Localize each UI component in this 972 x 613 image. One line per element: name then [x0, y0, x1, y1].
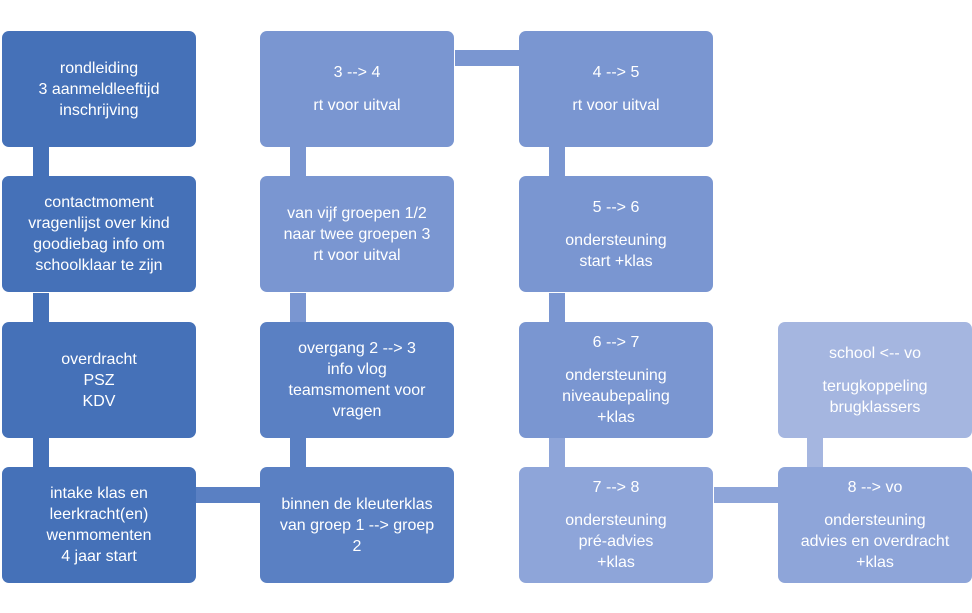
step-text: wenmomenten [46, 527, 152, 544]
step-text: ondersteuning [565, 367, 667, 384]
step-text: schoolklaar te zijn [35, 257, 163, 274]
step-text: rt voor uitval [313, 246, 401, 264]
step-text: contactmoment [44, 194, 154, 211]
step-rondleiding: rondleiding 3 aanmeldleeftijd inschrijvi… [2, 31, 196, 147]
step-heading: school <-- vo [828, 344, 922, 362]
step-text: +klas [597, 554, 635, 571]
connector [549, 147, 565, 176]
step-school-vo: school <-- vo terugkoppeling brugklasser… [778, 322, 972, 438]
step-text: teamsmoment voor [288, 382, 426, 399]
step-text: info vlog [327, 361, 387, 378]
connector [196, 487, 260, 503]
step-text: inschrijving [59, 101, 139, 119]
step-text: ondersteuning [824, 512, 926, 529]
step-text: pré-advies [578, 533, 654, 550]
connector [33, 438, 49, 467]
step-intake: intake klas en leerkracht(en) wenmomente… [2, 467, 196, 583]
step-3-4: 3 --> 4 rt voor uitval [260, 31, 454, 147]
step-text: leerkracht(en) [49, 506, 149, 523]
step-text: vragenlijst over kind [28, 215, 170, 232]
step-7-8: 7 --> 8 ondersteuning pré-advies +klas [519, 467, 713, 583]
connector [807, 438, 823, 467]
step-text: terugkoppeling [822, 377, 928, 395]
step-text: +klas [597, 409, 635, 426]
step-text: start +klas [579, 252, 653, 270]
step-text: brugklassers [829, 398, 921, 416]
step-8-vo: 8 --> vo ondersteuning advies en overdra… [778, 467, 972, 583]
step-text: rt voor uitval [313, 97, 401, 114]
step-heading: 8 --> vo [847, 479, 903, 496]
step-kleuterklas: binnen de kleuterklas van groep 1 --> gr… [260, 467, 454, 583]
step-text: 2 [352, 537, 362, 555]
connector [549, 438, 565, 467]
step-text: overdracht [61, 350, 137, 368]
step-text: rt voor uitval [572, 97, 660, 114]
step-heading: 5 --> 6 [592, 198, 640, 216]
step-heading: 7 --> 8 [592, 479, 640, 496]
step-text: van groep 1 --> groep [279, 516, 435, 534]
step-6-7: 6 --> 7 ondersteuning niveaubepaling +kl… [519, 322, 713, 438]
step-4-5: 4 --> 5 rt voor uitval [519, 31, 713, 147]
step-text: rondleiding [59, 59, 139, 77]
connector [33, 293, 49, 322]
step-overdracht: overdracht PSZ KDV [2, 322, 196, 438]
connector [290, 438, 306, 467]
connector [714, 487, 778, 503]
step-text: ondersteuning [565, 512, 667, 529]
step-text: van vijf groepen 1/2 [287, 204, 427, 222]
step-text: +klas [856, 554, 894, 571]
step-text: ondersteuning [565, 231, 667, 249]
step-text: binnen de kleuterklas [281, 495, 433, 513]
step-text: naar twee groepen 3 [283, 225, 431, 243]
step-text: KDV [82, 392, 116, 410]
step-text: 3 aanmeldleeftijd [38, 80, 160, 98]
step-text: advies en overdracht [800, 533, 950, 550]
step-contactmoment: contactmoment vragenlijst over kind good… [2, 176, 196, 292]
connector [33, 147, 49, 176]
step-text: vragen [332, 403, 382, 420]
step-heading: 3 --> 4 [333, 64, 381, 81]
step-text: niveaubepaling [562, 388, 670, 405]
step-text: overgang 2 --> 3 [298, 340, 416, 357]
step-overgang-2-3: overgang 2 --> 3 info vlog teamsmoment v… [260, 322, 454, 438]
step-5-6: 5 --> 6 ondersteuning start +klas [519, 176, 713, 292]
step-groepen-3: van vijf groepen 1/2 naar twee groepen 3… [260, 176, 454, 292]
connector [290, 147, 306, 176]
step-text: goodiebag info om [33, 236, 165, 253]
connector [290, 293, 306, 322]
step-heading: 6 --> 7 [592, 334, 640, 351]
connector [455, 50, 519, 66]
step-text: PSZ [83, 371, 115, 389]
connector [549, 293, 565, 322]
step-heading: 4 --> 5 [592, 64, 640, 81]
step-text: intake klas en [50, 485, 148, 502]
step-text: 4 jaar start [61, 548, 137, 565]
